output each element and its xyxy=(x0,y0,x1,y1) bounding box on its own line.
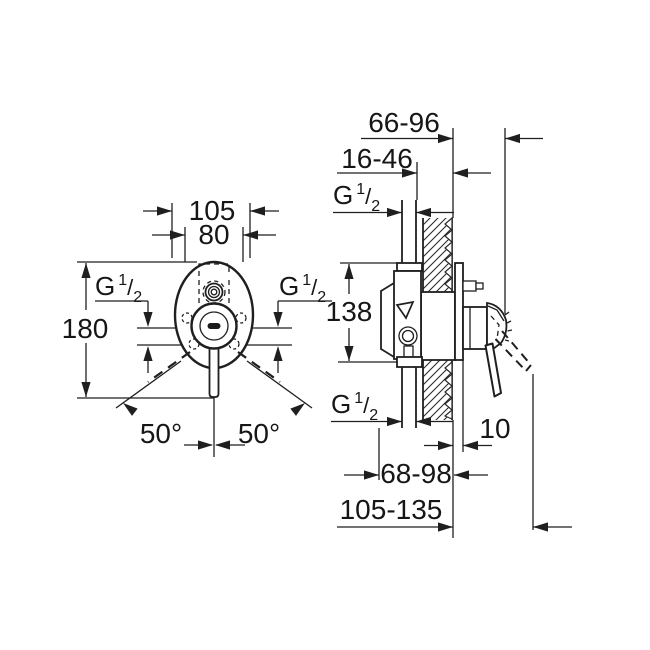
dim-arrow xyxy=(170,230,185,240)
dim-depth-68-98: 68-98 xyxy=(344,458,488,489)
top-union-nut xyxy=(396,262,423,272)
dim-depth-16-46: 16-46 xyxy=(337,143,491,178)
dim-105-135-label: 105-135 xyxy=(340,494,443,525)
lever-stem xyxy=(208,347,220,398)
body-triangle-detail xyxy=(395,300,415,320)
concealed-union-circles xyxy=(181,312,247,350)
dim-width-105: 105 xyxy=(143,195,279,258)
bottom-outlet-pipe xyxy=(401,367,417,428)
dim-arrow xyxy=(273,312,283,327)
dim-arrow xyxy=(290,399,308,416)
lever-handle-side xyxy=(484,342,502,398)
phantom-lever-left xyxy=(147,351,191,383)
handle-dome xyxy=(486,301,513,351)
concealed-body-dashed-top xyxy=(198,263,230,276)
dim-arrow xyxy=(438,522,453,532)
dim-width-80-label: 80 xyxy=(198,219,229,250)
dim-arrow xyxy=(120,399,138,416)
dim-arrow xyxy=(505,133,520,144)
dim-angle-right-label: 50° xyxy=(238,418,280,449)
dim-arrow xyxy=(81,263,91,278)
dim-width-80: 80 xyxy=(152,219,276,262)
dim-height-180-label: 180 xyxy=(62,313,109,344)
dim-arrow xyxy=(463,440,478,451)
dim-arrow xyxy=(387,207,402,218)
dim-16-46-label: 16-46 xyxy=(341,143,413,174)
front-view-drawing: 50° 50° 105 80 xyxy=(62,195,332,457)
dim-arrow xyxy=(438,440,453,451)
dim-arrow xyxy=(438,133,453,144)
dim-depth-105-135: 105-135 xyxy=(337,494,572,532)
dim-arrow xyxy=(143,312,153,327)
body-bracket xyxy=(380,282,395,358)
dim-arrow xyxy=(273,346,283,361)
dim-arrow xyxy=(453,168,468,178)
dim-depth-66-96: 66-96 xyxy=(361,107,543,144)
dim-68-98-label: 68-98 xyxy=(380,458,452,489)
dim-thickness-10: 10 xyxy=(424,413,511,451)
handle-rosette xyxy=(190,302,238,350)
inlet-axis-lines xyxy=(137,327,292,346)
dim-arrow xyxy=(416,207,431,218)
wall-section xyxy=(422,216,453,420)
dim-height-180: 180 xyxy=(62,261,214,399)
cartridge-housing xyxy=(462,306,488,350)
dim-138-label: 138 xyxy=(326,296,373,327)
dim-arrow xyxy=(215,440,230,450)
top-supply-pipe xyxy=(401,200,417,263)
dim-10-label: 10 xyxy=(479,413,510,444)
dim-width-105-label: 105 xyxy=(189,195,236,226)
dim-angle-left-label: 50° xyxy=(140,418,182,449)
dim-arrow xyxy=(157,206,172,216)
dim-arrow xyxy=(387,416,402,427)
phantom-lever-side xyxy=(494,330,532,372)
wall-sleeve xyxy=(420,291,456,361)
bottom-union-nut xyxy=(396,356,423,368)
extension-lines xyxy=(338,128,534,538)
dim-arrow xyxy=(344,346,354,361)
dim-arrow xyxy=(250,206,265,216)
dim-arrow xyxy=(143,346,153,361)
dim-arrow xyxy=(533,522,548,532)
dim-arrow xyxy=(344,264,354,279)
dim-swing-angle: 50° 50° xyxy=(115,360,313,450)
diverter-knob-side xyxy=(462,280,484,292)
body-port-inner xyxy=(401,329,415,343)
plaster-zigzag-top xyxy=(444,216,453,292)
dim-66-96-label: 66-96 xyxy=(368,107,440,138)
side-view-drawing: 66-96 16-46 G1/2 138 xyxy=(326,107,572,538)
dim-height-138: 138 xyxy=(326,264,373,361)
plaster-zigzag-bottom xyxy=(443,360,453,420)
dim-arrow xyxy=(198,440,213,450)
dim-arrow xyxy=(454,470,469,480)
handle-hub xyxy=(207,323,221,329)
body-port-circle xyxy=(398,326,418,346)
dim-arrow xyxy=(364,470,379,480)
mixer-body xyxy=(380,262,423,368)
dim-arrow xyxy=(81,382,91,397)
phantom-lever-right xyxy=(237,351,281,383)
escutcheon-plate-side xyxy=(454,262,464,361)
